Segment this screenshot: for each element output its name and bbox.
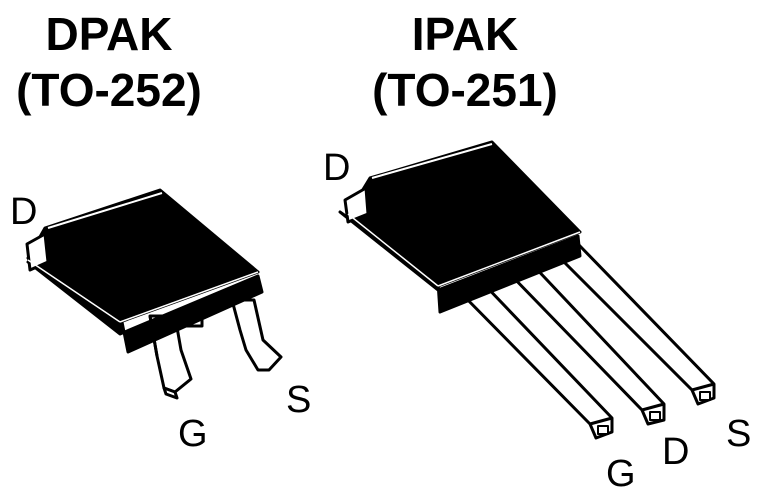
- ipak-pin-drain-label: D: [662, 431, 690, 473]
- dpak-pin-source-label: S: [286, 379, 312, 421]
- dpak-name: DPAK: [45, 8, 173, 60]
- dpak-title: DPAK (TO-252): [0, 6, 218, 118]
- ipak-pin-source-label: S: [726, 413, 752, 455]
- dpak-tab: [25, 232, 50, 272]
- ipak-drawing: [338, 140, 716, 440]
- ipak-code: (TO-251): [372, 64, 558, 116]
- dpak-drawing: [25, 188, 283, 400]
- ipak-pin-tab-drain-label: D: [323, 147, 351, 189]
- ipak-lead-gate: [456, 278, 614, 440]
- dpak-pin-gate-label: G: [178, 413, 208, 455]
- ipak-tab: [343, 186, 370, 224]
- dpak-code: (TO-252): [16, 64, 202, 116]
- ipak-pin-gate-label: G: [606, 453, 636, 495]
- ipak-name: IPAK: [411, 8, 519, 60]
- dpak-pin-drain-label: D: [10, 191, 38, 233]
- ipak-title: IPAK (TO-251): [360, 6, 570, 118]
- dpak-lead-source: [230, 298, 283, 372]
